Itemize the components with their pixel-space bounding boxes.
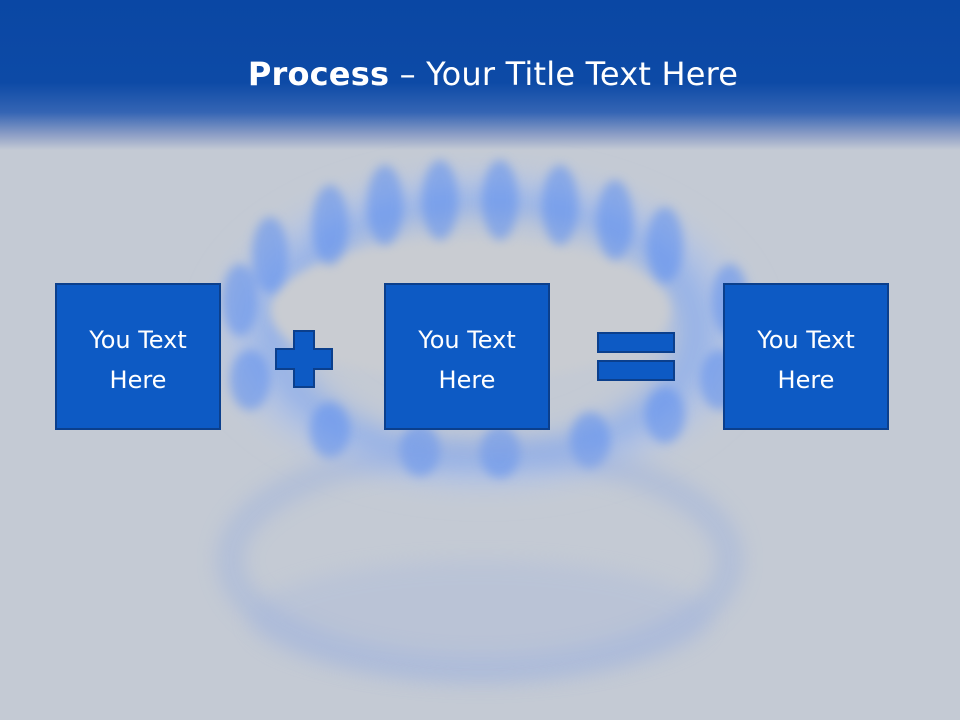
page-title: Process – Your Title Text Here [0, 52, 960, 96]
equals-icon [597, 332, 675, 381]
process-box-2: You Text Here [384, 283, 550, 430]
process-box-3-line1: You Text [757, 325, 855, 354]
process-box-1: You Text Here [55, 283, 221, 430]
process-box-2-line2: Here [438, 365, 496, 394]
process-box-2-line1: You Text [418, 325, 516, 354]
plus-icon [275, 330, 333, 388]
process-box-2-text: You Text Here [402, 320, 532, 400]
process-box-1-line2: Here [109, 365, 167, 394]
process-box-1-text: You Text Here [73, 320, 203, 400]
title-bold-part: Process [247, 55, 390, 93]
process-box-1-line1: You Text [89, 325, 187, 354]
process-box-3: You Text Here [723, 283, 889, 430]
process-box-3-line2: Here [777, 365, 835, 394]
title-rest-part: – Your Title Text Here [389, 55, 739, 93]
process-box-3-text: You Text Here [741, 320, 871, 400]
header-band [0, 0, 960, 150]
